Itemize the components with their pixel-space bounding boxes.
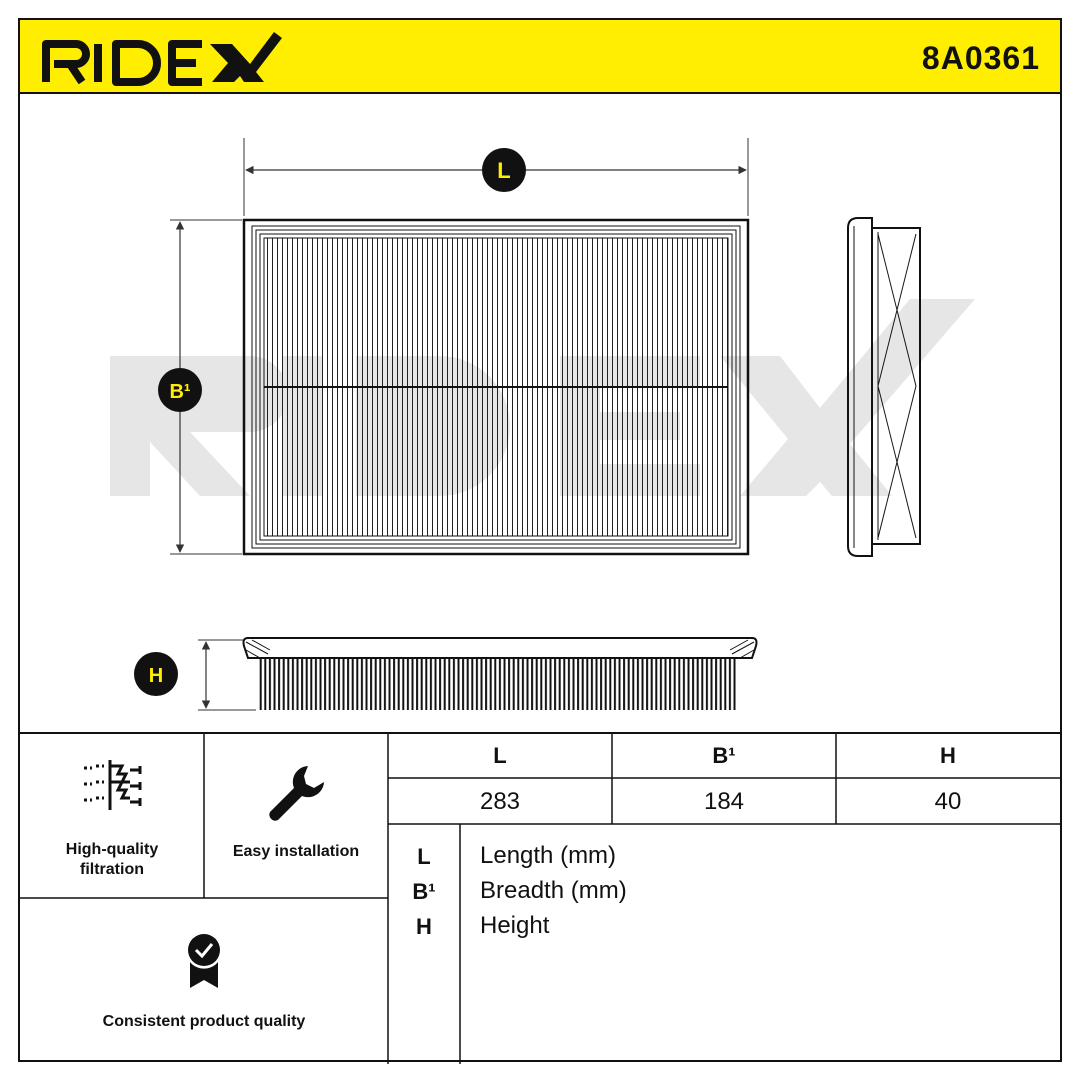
dim-header-l: L [493,743,507,768]
dim-value-h: 40 [934,788,962,815]
svg-text:B¹: B¹ [169,381,190,403]
svg-text:H: H [149,665,163,687]
filter-side-view [847,217,921,557]
dim-value-b: 184 [703,788,745,815]
feature-quality: Consistent product quality [20,898,388,1064]
ridex-logo [42,32,282,86]
svg-text:L: L [497,158,510,183]
dim-value-l: 283 [479,788,521,815]
legend-key: H [416,914,432,939]
part-number: 8A0361 [921,40,1040,76]
legend: L Length (mm) B¹ Breadth (mm) H Height [388,824,1060,1064]
wrench-icon [269,766,324,821]
quality-badge-icon [188,934,220,988]
feature-label: Easy installation [232,843,360,860]
legend-text: Length (mm) [480,842,617,869]
table-grid [20,734,1060,1064]
filter-drawing: L B¹ [110,138,975,711]
height-marker [134,652,178,696]
breadth-marker [158,368,202,412]
legend-text: Height [480,912,550,939]
feature-label: Consistent product quality [102,1013,306,1030]
technical-drawing: L B¹ [20,94,1060,734]
dim-header-b: B¹ [712,743,736,768]
header-bar: 8A0361 [20,20,1060,94]
filtration-icon [84,760,142,810]
filter-top-view [242,218,750,556]
legend-text: Breadth (mm) [480,877,627,904]
legend-key: L [417,844,431,869]
legend-key: B¹ [412,879,436,904]
product-sheet: 8A0361 [18,18,1062,1064]
feature-installation: Easy installation [204,734,388,898]
filter-profile-view [242,637,758,710]
dim-header-h: H [940,743,956,768]
length-marker [482,148,526,192]
